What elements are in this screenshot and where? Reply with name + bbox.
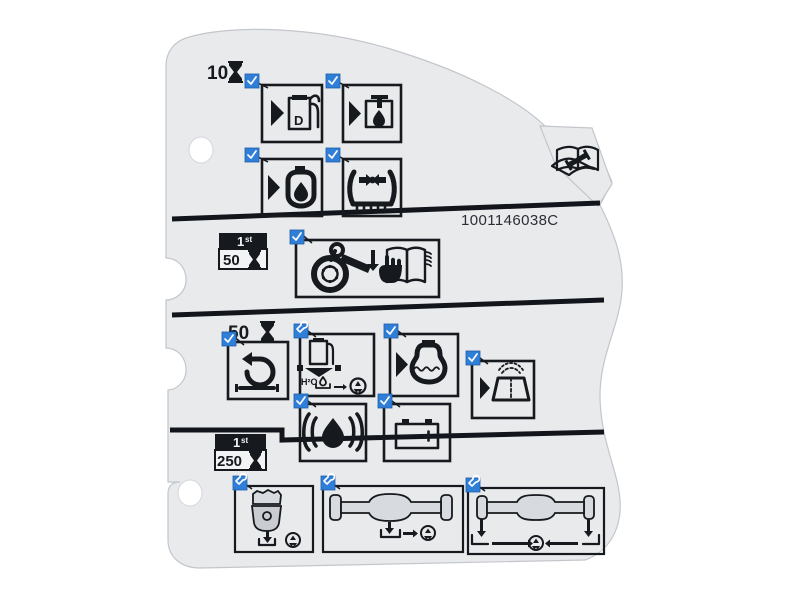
fuel-type-letter: D <box>294 113 303 128</box>
interval-prefix: 1 <box>233 435 240 450</box>
interval-label-10: 10 <box>207 63 228 84</box>
part-number: 1001146038C <box>461 212 559 229</box>
interval-badge-first-50: 1 st 50 <box>218 233 268 270</box>
battery-icon <box>394 419 440 450</box>
item-front-axle-oil <box>320 472 465 554</box>
manual-wrench-icon <box>550 145 600 177</box>
axle-oil-change-icon <box>470 494 601 551</box>
item-fuel-water-separator: H²O <box>293 320 376 398</box>
tire-pressure-icon <box>347 169 397 212</box>
item-rear-axle-oil <box>465 474 606 556</box>
item-engine-oil-change <box>232 472 315 554</box>
check-marker-badge <box>244 147 260 163</box>
wrench-marker-badge <box>320 472 336 491</box>
interval-label-250-first: 250 <box>217 453 242 470</box>
engine-oil-drain-recycle-icon <box>250 488 301 548</box>
divider-1 <box>171 200 601 222</box>
recycle-icon <box>349 377 367 395</box>
section-first-250-hours: 1 st 250 <box>214 434 606 556</box>
check-marker-badge <box>289 229 305 245</box>
check-marker-badge <box>377 393 393 409</box>
wrench-marker-badge <box>293 320 309 339</box>
interval-badge-first-250: 1 st 250 <box>214 434 267 471</box>
hourglass-icon <box>248 250 261 269</box>
interval-prefix-sup: st <box>245 235 252 244</box>
item-engine-oil-level <box>325 73 403 144</box>
wrench-marker-badge <box>465 474 481 493</box>
mounting-hole-bottom <box>177 479 203 507</box>
check-marker-badge <box>325 147 341 163</box>
section-first-50-hours: 1 st 50 <box>218 229 441 299</box>
wrench-marker-badge <box>232 472 248 491</box>
interval-prefix: 1 <box>237 234 244 249</box>
operator-manual-tab <box>550 145 600 177</box>
item-grease-points <box>221 331 290 401</box>
check-marker-badge <box>465 350 481 366</box>
mounting-hole-top <box>188 136 214 164</box>
diesel-fuel-pump-icon: D <box>271 94 321 131</box>
interval-label-50-first: 50 <box>223 252 240 269</box>
item-fuel-level: D <box>244 73 324 144</box>
item-radiator-clean <box>465 350 536 420</box>
check-marker-badge <box>293 393 309 409</box>
check-marker-badge <box>244 73 260 89</box>
recycle-icon <box>285 532 301 548</box>
item-hydraulic-oil-level <box>293 393 368 463</box>
wheel-torque-wrench-manual-icon <box>311 242 432 293</box>
coolant-reservoir-icon <box>396 340 448 385</box>
item-wheel-nut-torque-manual <box>289 229 441 299</box>
check-marker-badge <box>325 73 341 89</box>
fuel-water-drain-icon: H²O <box>297 338 367 395</box>
hourglass-icon <box>228 61 243 83</box>
interval-prefix-sup: st <box>241 436 248 445</box>
radiator-fins-clean-icon <box>480 362 531 402</box>
axle-oil-drain-icon <box>329 493 453 541</box>
section-every-50-hours: 50 <box>221 320 536 463</box>
item-tire-pressure <box>325 147 403 218</box>
item-battery-check <box>377 393 452 463</box>
hydraulic-oil-level-icon <box>302 412 364 452</box>
recycle-icon <box>420 525 436 541</box>
grease-gun-icon <box>235 352 279 392</box>
item-coolant-level <box>383 323 460 398</box>
hourglass-icon <box>249 451 262 470</box>
oil-can-funnel-icon <box>268 166 317 209</box>
h2o-label: H²O <box>301 377 318 387</box>
check-marker-badge <box>221 331 237 347</box>
divider-3 <box>170 427 605 443</box>
check-marker-badge <box>383 323 399 339</box>
section-every-10-hours: 10 D <box>207 61 403 218</box>
divider-2 <box>171 297 605 318</box>
engine-oil-dipstick-icon <box>349 95 394 129</box>
item-engine-oil-fill <box>244 147 324 218</box>
recycle-icon <box>528 535 544 551</box>
